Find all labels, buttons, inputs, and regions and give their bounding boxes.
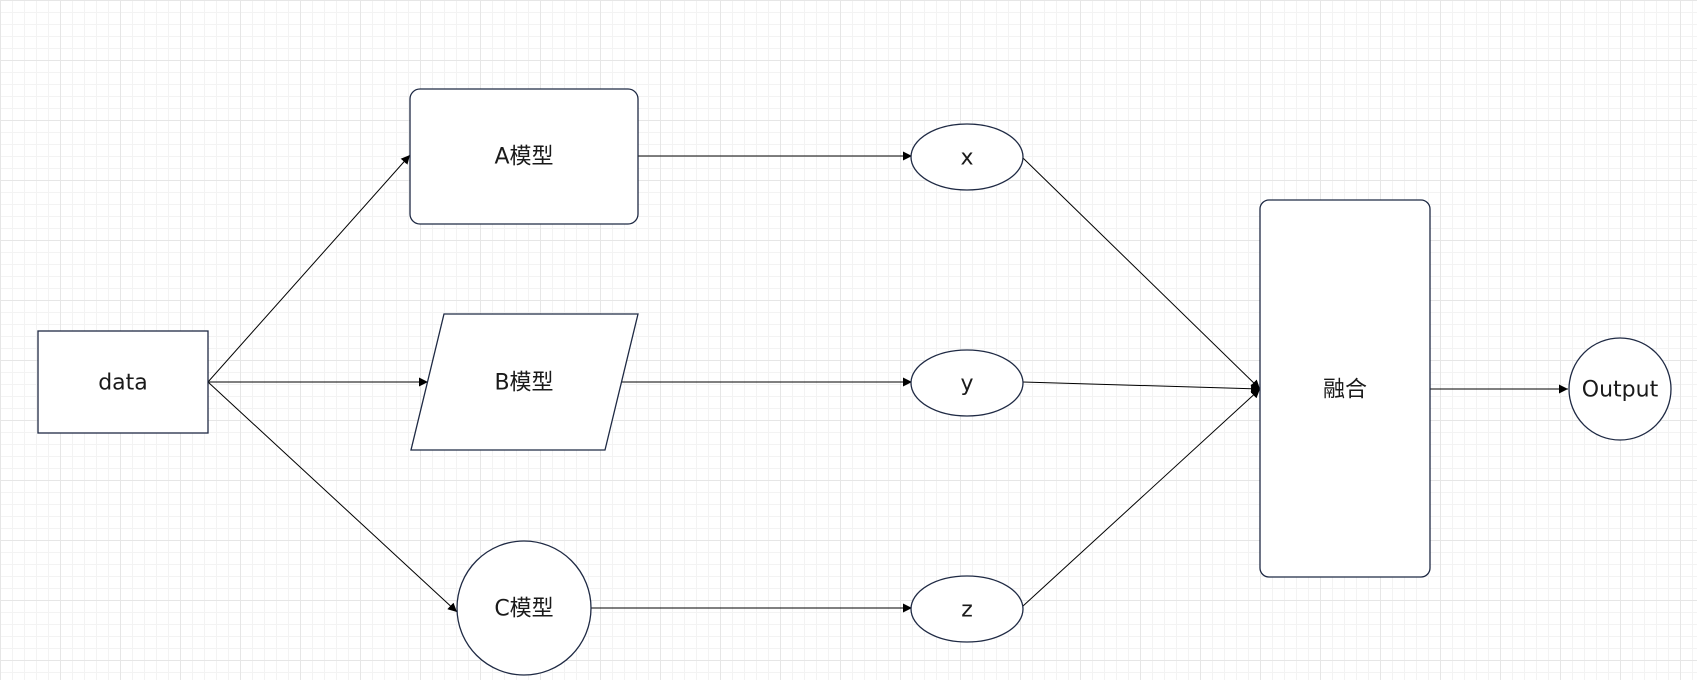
node-x[interactable]: x [910, 123, 1024, 191]
node-fusion[interactable]: 融合 [1259, 199, 1431, 578]
node-y-label: y [960, 372, 973, 397]
node-output[interactable]: Output [1568, 337, 1672, 441]
node-model-b[interactable]: B模型 [410, 313, 639, 451]
node-z[interactable]: z [910, 575, 1024, 643]
node-model-c[interactable]: C模型 [456, 540, 592, 676]
node-model-a-label: A模型 [494, 145, 553, 170]
node-x-label: x [960, 146, 973, 171]
edge-y-to-fusion [1022, 381, 1261, 394]
node-model-a[interactable]: A模型 [409, 88, 639, 225]
node-model-b-label: B模型 [494, 371, 553, 396]
edge-data-to-model-c [207, 381, 458, 613]
node-data-label: data [98, 371, 148, 396]
edge-z-to-fusion [1022, 388, 1261, 607]
node-output-label: Output [1582, 378, 1659, 403]
edge-x-to-fusion [1022, 157, 1261, 390]
node-y[interactable]: y [910, 349, 1024, 417]
edge-data-to-model-a [207, 154, 411, 383]
node-model-c-label: C模型 [494, 597, 553, 622]
edges [207, 151, 1568, 613]
node-data[interactable]: data [37, 330, 209, 434]
node-fusion-label: 融合 [1323, 378, 1367, 403]
node-z-label: z [961, 598, 973, 623]
